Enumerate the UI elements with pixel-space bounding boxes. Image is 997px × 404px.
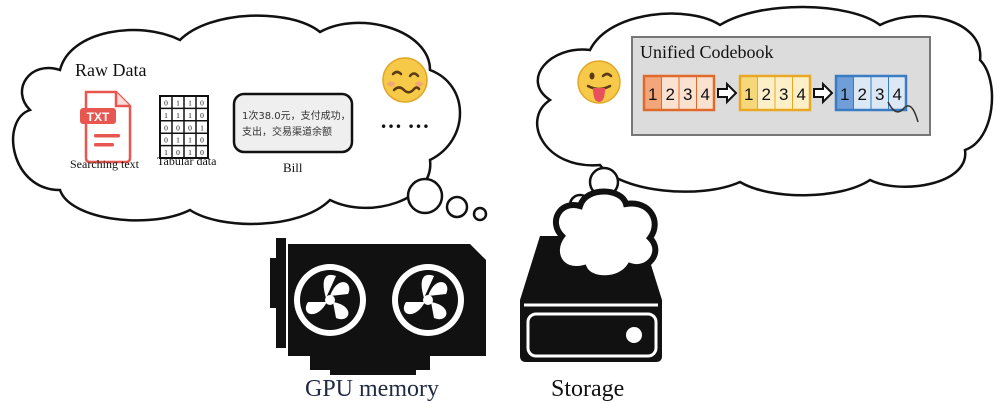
table-cell: 1 bbox=[164, 148, 168, 157]
codebook-cell-label: 2 bbox=[762, 85, 771, 104]
hard-drive-icon bbox=[520, 188, 662, 362]
codebook-cell-label: 4 bbox=[893, 85, 902, 104]
table-cell: 0 bbox=[164, 136, 168, 145]
table-cell: 1 bbox=[188, 136, 192, 145]
graphics-card-icon bbox=[270, 238, 486, 375]
table-cell: 0 bbox=[176, 148, 180, 157]
codebook-title: Unified Codebook bbox=[640, 42, 773, 62]
txt-badge: TXT bbox=[87, 110, 110, 124]
codebook-cell-label: 1 bbox=[840, 85, 849, 104]
codebook-scribble bbox=[887, 101, 919, 123]
table-cell: 1 bbox=[188, 99, 192, 108]
codebook-cell-label: 3 bbox=[875, 85, 884, 104]
codebook-group-border bbox=[834, 74, 908, 112]
codebook-cell-label: 2 bbox=[858, 85, 867, 104]
codebook-cell-label: 4 bbox=[797, 85, 806, 104]
codebook-group-border bbox=[738, 74, 812, 112]
table-cell: 1 bbox=[176, 136, 180, 145]
woozy-face-icon bbox=[382, 57, 428, 103]
gpu-memory-label: GPU memory bbox=[305, 376, 439, 402]
table-cell: 0 bbox=[200, 148, 204, 157]
hollow-right-arrow-icon bbox=[717, 81, 738, 105]
thought-bubble-medium bbox=[445, 195, 469, 219]
table-cell: 1 bbox=[188, 148, 192, 157]
table-cell: 0 bbox=[200, 111, 204, 120]
bill-card-icon: 1次38.0元，支付成功， 支出，交易渠道余额 bbox=[232, 92, 354, 154]
codebook-cell-label: 2 bbox=[666, 85, 675, 104]
raw-data-ellipsis: … … bbox=[380, 108, 430, 133]
table-cell: 1 bbox=[176, 111, 180, 120]
codebook-cell-label: 1 bbox=[744, 85, 753, 104]
table-cell: 0 bbox=[176, 123, 180, 132]
table-cell: 0 bbox=[164, 99, 168, 108]
table-cell: 0 bbox=[200, 99, 204, 108]
table-cell: 0 bbox=[200, 136, 204, 145]
codebook-cell-label: 3 bbox=[683, 85, 692, 104]
bill-label: Bill bbox=[283, 160, 303, 175]
table-cell: 1 bbox=[176, 99, 180, 108]
table-cell: 0 bbox=[164, 123, 168, 132]
codebook-cell-label: 3 bbox=[779, 85, 788, 104]
codebook-cell-label: 1 bbox=[648, 85, 657, 104]
table-cell: 1 bbox=[188, 111, 192, 120]
table-cell: 1 bbox=[200, 123, 204, 132]
bill-line-1: 1次38.0元，支付成功， bbox=[242, 109, 351, 122]
table-cell: 0 bbox=[188, 123, 192, 132]
hollow-right-arrow-icon bbox=[813, 81, 834, 105]
txt-file-icon: TXT bbox=[80, 90, 132, 164]
tongue-out-face-icon bbox=[577, 60, 621, 104]
bill-line-2: 支出，交易渠道余额 bbox=[242, 125, 332, 138]
codebook-group-border bbox=[642, 74, 716, 112]
storage-label: Storage bbox=[551, 376, 624, 402]
tabular-data-label: Tabular data bbox=[157, 154, 217, 168]
raw-data-title: Raw Data bbox=[75, 60, 146, 80]
table-cell: 1 bbox=[164, 111, 168, 120]
searching-text-label: Searching text bbox=[70, 157, 140, 171]
thought-bubble-large bbox=[406, 177, 444, 215]
thought-bubble-small bbox=[472, 206, 488, 222]
codebook-cell-label: 4 bbox=[701, 85, 710, 104]
